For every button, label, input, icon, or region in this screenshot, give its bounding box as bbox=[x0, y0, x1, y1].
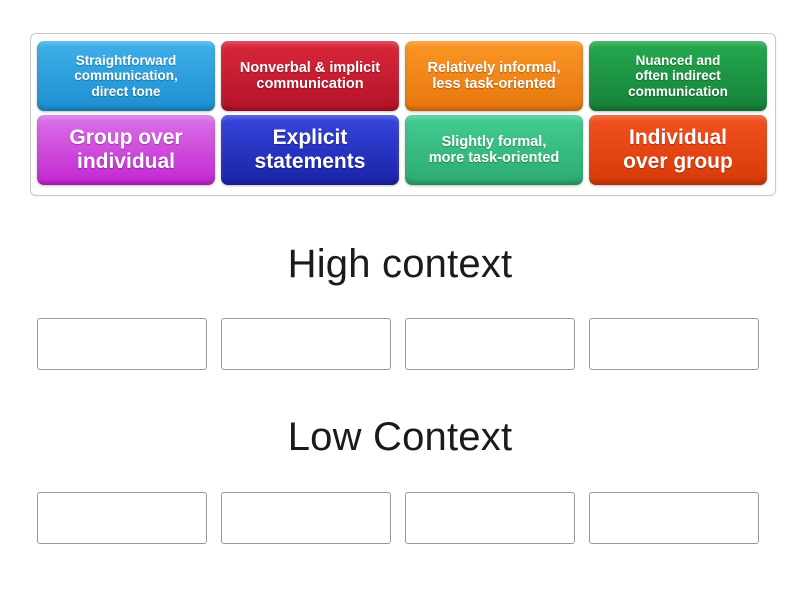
dropzone-row-high-context bbox=[37, 318, 763, 370]
tile-label: Group over individual bbox=[69, 126, 183, 173]
tile-label: Slightly formal, more task-oriented bbox=[428, 133, 560, 166]
tile-label: Relatively informal, less task-oriented bbox=[427, 59, 561, 92]
low-slot-1[interactable] bbox=[37, 492, 207, 544]
tile-nonverbal-implicit-communication[interactable]: Nonverbal & implicit communication bbox=[221, 41, 399, 111]
tile-label: Explicit statements bbox=[254, 126, 366, 173]
tile-nuanced-indirect-communication[interactable]: Nuanced and often indirect communication bbox=[589, 41, 767, 111]
tile-label: Individual over group bbox=[623, 126, 733, 173]
zone-heading-low-context: Low Context bbox=[287, 415, 513, 459]
tile-grid: Straightforward communication, direct to… bbox=[37, 41, 771, 185]
tile-label: Straightforward communication, direct to… bbox=[74, 53, 178, 99]
tile-label: Nonverbal & implicit communication bbox=[239, 59, 381, 92]
low-slot-4[interactable] bbox=[589, 492, 759, 544]
zone-heading-high-context: High context bbox=[287, 242, 513, 286]
tile-individual-over-group[interactable]: Individual over group bbox=[589, 115, 767, 185]
draggable-tile-tray: Straightforward communication, direct to… bbox=[30, 33, 776, 196]
high-slot-3[interactable] bbox=[405, 318, 575, 370]
tile-slightly-formal[interactable]: Slightly formal, more task-oriented bbox=[405, 115, 583, 185]
tile-explicit-statements[interactable]: Explicit statements bbox=[221, 115, 399, 185]
low-slot-2[interactable] bbox=[221, 492, 391, 544]
high-slot-1[interactable] bbox=[37, 318, 207, 370]
low-slot-3[interactable] bbox=[405, 492, 575, 544]
tile-straightforward-communication[interactable]: Straightforward communication, direct to… bbox=[37, 41, 215, 111]
high-slot-2[interactable] bbox=[221, 318, 391, 370]
tile-label: Nuanced and often indirect communication bbox=[628, 53, 728, 99]
tile-relatively-informal[interactable]: Relatively informal, less task-oriented bbox=[405, 41, 583, 111]
high-slot-4[interactable] bbox=[589, 318, 759, 370]
dropzone-row-low-context bbox=[37, 492, 763, 544]
tile-group-over-individual[interactable]: Group over individual bbox=[37, 115, 215, 185]
